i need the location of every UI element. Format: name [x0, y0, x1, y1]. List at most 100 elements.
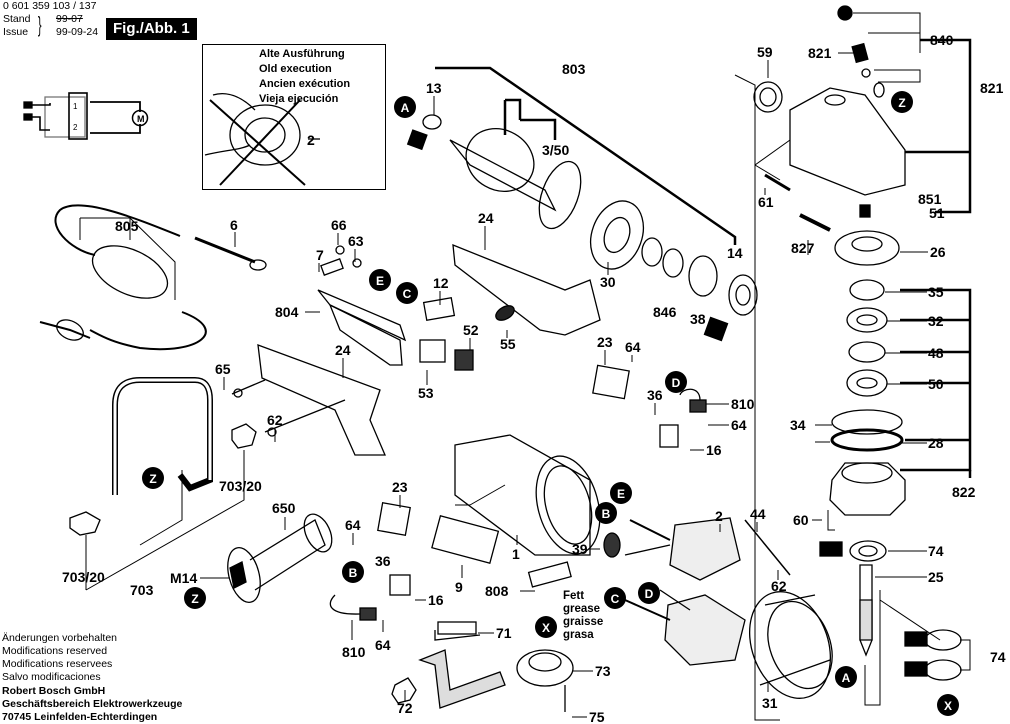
label-34: 34 [790, 417, 806, 433]
label-6: 6 [230, 217, 238, 233]
label-36-lower: 36 [375, 553, 391, 569]
svg-text:C: C [611, 592, 620, 606]
svg-text:D: D [645, 587, 654, 601]
svg-text:D: D [672, 376, 681, 390]
svg-text:E: E [376, 274, 384, 288]
switch-assembly-drawing [317, 245, 474, 371]
svg-text:Z: Z [149, 472, 156, 486]
label-73: 73 [595, 663, 611, 679]
label-810-upper: 810 [731, 396, 755, 412]
old-execution-en: Old execution [259, 63, 332, 75]
label-822: 822 [952, 484, 976, 500]
callout-c-lower: C [604, 587, 626, 609]
footer-notice-de: Änderungen vorbehalten [2, 632, 118, 644]
stand-date-struck: 99-07 [56, 13, 83, 25]
callout-b-left: B [342, 561, 364, 583]
label-59: 59 [757, 44, 773, 60]
leader-lines [200, 52, 928, 718]
label-75: 75 [589, 709, 605, 724]
label-64-mid: 64 [731, 417, 747, 433]
callout-z-left: Z [142, 467, 164, 489]
callout-a-lower: A [835, 666, 857, 688]
callout-z-top: Z [891, 91, 913, 113]
svg-text:C: C [403, 287, 412, 301]
label-703-20-right: 703/20 [219, 478, 262, 494]
svg-text:B: B [349, 566, 358, 580]
label-804: 804 [275, 304, 299, 320]
old-execution-de: Alte Ausführung [259, 48, 345, 60]
label-72: 72 [397, 700, 413, 716]
label-827: 827 [791, 240, 815, 256]
footer-notice-en: Modifications reserved [2, 645, 108, 657]
label-64-lower-b: 64 [375, 637, 391, 653]
motor-icon [131, 109, 149, 127]
motor-housing-drawing [431, 434, 601, 588]
callout-x-right: X [937, 694, 959, 716]
svg-text:Z: Z [898, 96, 905, 110]
svg-text:E: E [617, 487, 625, 501]
label-44: 44 [750, 506, 766, 522]
grease-note-de: Fett [563, 590, 585, 602]
label-1: 1 [512, 546, 520, 562]
label-24-upper: 24 [478, 210, 494, 226]
label-25: 25 [928, 569, 944, 585]
label-74-upper: 74 [928, 543, 944, 559]
issue-date: 99-09-24 [56, 26, 99, 38]
svg-text:X: X [944, 699, 952, 713]
old-field-coil-drawing [204, 93, 320, 186]
callout-d-lower: D [638, 582, 660, 604]
label-35: 35 [928, 284, 944, 300]
label-16-upper: 16 [706, 442, 722, 458]
label-61: 61 [758, 194, 774, 210]
label-821-assembly: 821 [980, 80, 1004, 96]
handle-housing-lower-drawing [231, 344, 386, 456]
document-number: 0 601 359 103 / 137 [3, 0, 97, 12]
label-703-20-left: 703/20 [62, 569, 105, 585]
armature-drawing [422, 66, 737, 245]
callout-x-lower: X [535, 616, 557, 638]
label-821-spring: 821 [808, 45, 832, 61]
label-31: 31 [762, 695, 778, 711]
label-12: 12 [433, 275, 449, 291]
motor-symbol: M [137, 114, 145, 124]
label-846: 846 [653, 304, 677, 320]
label-32: 32 [928, 313, 944, 329]
power-cord-drawing [39, 204, 267, 351]
label-50: 50 [928, 376, 944, 392]
terminal-2: 2 [73, 123, 78, 132]
label-16-lower: 16 [428, 592, 444, 608]
brace-icon: } [37, 12, 42, 37]
label-48: 48 [928, 345, 944, 361]
footer-division: Geschäftsbereich Elektrowerkzeuge [2, 698, 183, 710]
callout-e-lower: E [610, 482, 632, 504]
field-coil-drawing [603, 517, 746, 666]
label-60: 60 [793, 512, 809, 528]
label-26: 26 [930, 244, 946, 260]
label-703: 703 [130, 582, 154, 598]
label-30: 30 [600, 274, 616, 290]
label-64-lower-a: 64 [345, 517, 361, 533]
label-63: 63 [348, 233, 364, 249]
label-805: 805 [115, 218, 139, 234]
callout-b-lower: B [595, 502, 617, 524]
issue-label: Issue [3, 26, 29, 38]
label-65: 65 [215, 361, 231, 377]
label-51: 51 [929, 205, 945, 221]
callout-d-upper: D [665, 371, 687, 393]
label-9: 9 [455, 579, 463, 595]
footer-company: Robert Bosch GmbH [2, 685, 106, 697]
label-3-50: 3/50 [542, 142, 569, 158]
svg-text:A: A [401, 101, 410, 115]
callout-a-top: A [394, 96, 416, 118]
bow-handle-drawing [69, 377, 257, 591]
grease-note-en: grease [563, 603, 601, 615]
label-2-old: 2 [307, 132, 315, 148]
label-m14: M14 [170, 570, 197, 586]
label-14: 14 [727, 245, 743, 261]
footer-notice-fr: Modifications reservees [2, 658, 113, 670]
figure-badge: Fig./Abb. 1 [106, 18, 197, 40]
footer-notice-es: Salvo modificaciones [2, 671, 101, 683]
label-62-right: 62 [771, 578, 787, 594]
callout-z-bottom: Z [184, 587, 206, 609]
label-39: 39 [572, 541, 588, 557]
